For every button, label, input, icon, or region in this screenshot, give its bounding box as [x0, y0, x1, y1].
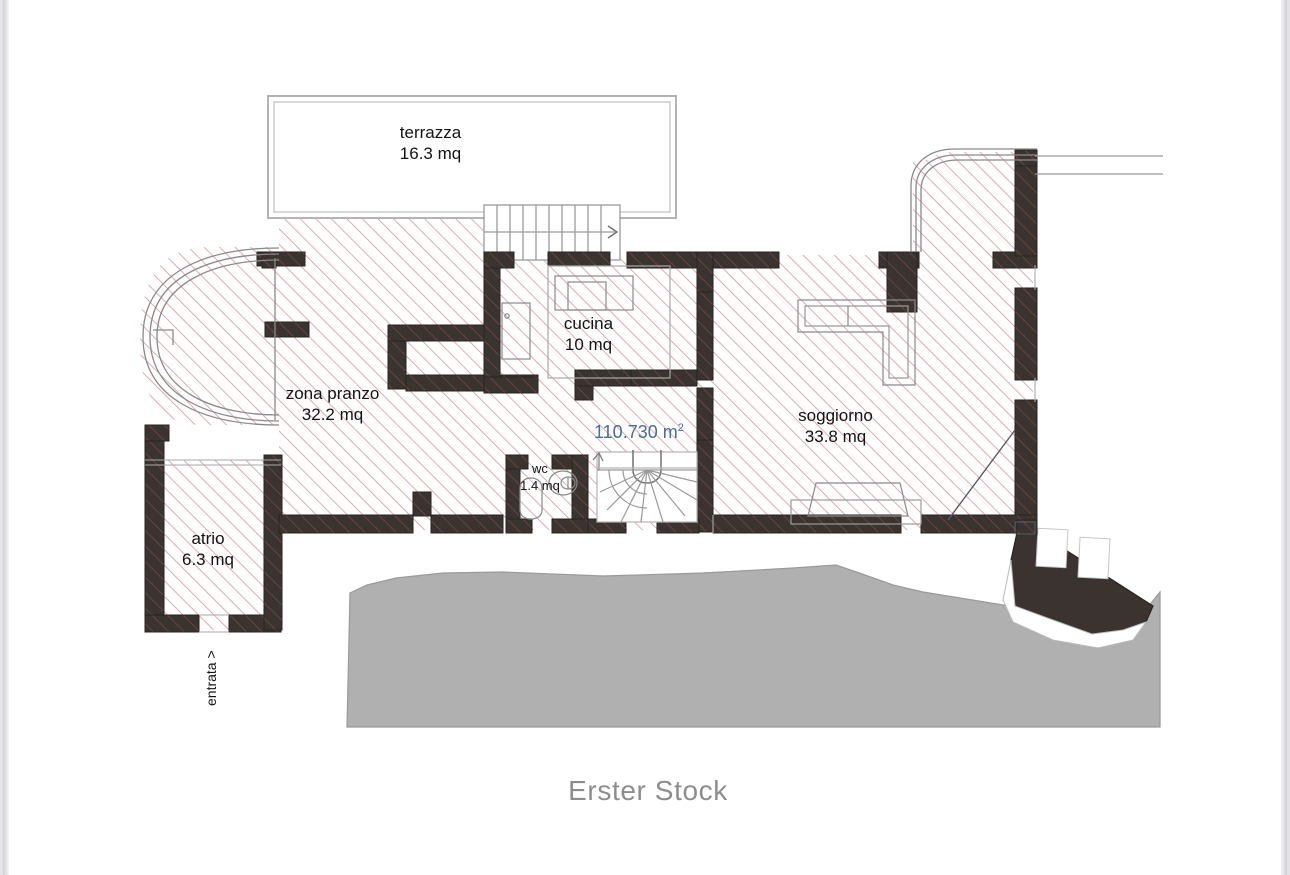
room-name: cucina: [563, 314, 614, 333]
bay-window-left: [142, 247, 280, 426]
room-name: atrio: [191, 529, 225, 548]
furniture: [501, 265, 1016, 525]
terrazza-outline: [267, 95, 677, 219]
room-name: zona pranzo: [285, 384, 380, 403]
plan-outline: [1014, 521, 1036, 535]
rounded-corner-topright: [910, 148, 1037, 252]
entrance-label: entrata >: [203, 650, 219, 706]
floor-title: Erster Stock: [568, 775, 728, 806]
openings: [145, 265, 1036, 633]
room-label-zona-pranzo: zona pranzo 32.2 mq: [235, 383, 430, 425]
room-area: 10 mq: [564, 335, 613, 354]
room-area: 1.4 mq: [520, 478, 560, 493]
total-area-label: 110.730 m2: [594, 422, 684, 443]
exterior-guide-lines: [1035, 155, 1163, 175]
room-label-atrio: atrio 6.3 mq: [118, 528, 298, 570]
room-area: 6.3 mq: [182, 550, 234, 569]
room-name: terrazza: [399, 123, 462, 142]
spiral-staircase: [592, 450, 698, 523]
room-label-terrazza: terrazza 16.3 mq: [333, 122, 528, 164]
total-area-unit-exponent: 2: [677, 422, 684, 434]
upper-staircase: [483, 204, 621, 261]
room-label-wc: wc 1.4 mq: [495, 460, 585, 494]
total-area-value: 110.730 m: [594, 422, 678, 442]
room-name: soggiorno: [798, 406, 873, 425]
room-label-soggiorno: soggiorno 33.8 mq: [738, 405, 933, 447]
room-area: 33.8 mq: [804, 427, 867, 446]
floor-plan-drawing: [140, 95, 1163, 728]
room-area: 16.3 mq: [399, 144, 462, 163]
room-name: wc: [532, 461, 548, 476]
exterior-stairs: [1002, 519, 1154, 649]
room-label-cucina: cucina 10 mq: [491, 313, 686, 355]
room-area: 32.2 mq: [301, 405, 364, 424]
